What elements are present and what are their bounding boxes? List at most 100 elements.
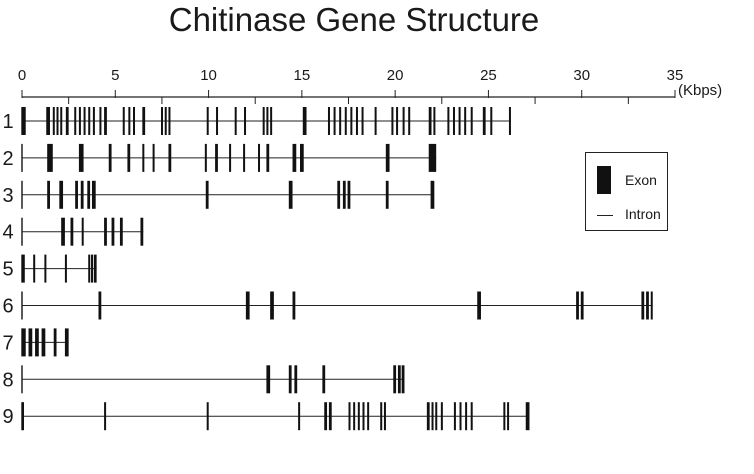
exon-block [431,402,434,431]
exon-block [78,107,81,135]
exon-block [35,328,39,357]
exon-block [99,107,102,135]
exon-block [243,143,246,172]
exon-block [127,143,131,172]
exon-block [482,107,486,135]
exon-block [503,402,506,431]
exon-block [52,107,55,135]
exon-block [104,402,107,431]
exon-block [353,402,356,431]
exon-block [447,107,450,135]
exon-block [80,180,84,209]
tick-label: 5 [111,67,119,84]
exon-block [396,107,399,135]
tick-label: 30 [573,67,590,84]
exon-block [385,180,389,209]
gene-label: 4 [2,222,13,244]
exon-block [168,107,171,135]
exon-block [33,254,36,283]
exon-block [44,254,47,283]
gene-track-4: 4 [2,217,144,246]
exon-block [216,107,219,135]
exon-block [327,107,330,135]
exon-block [111,217,115,246]
gene-track-5: 5 [2,254,97,283]
exon-block [470,402,473,431]
exon-block [205,180,209,209]
exon-block [92,107,95,135]
gene-track-8: 8 [2,365,405,394]
exon-block [91,254,94,283]
exon-block [206,402,209,431]
exon-block [357,402,360,431]
gene-label: 9 [2,406,13,428]
exon-block [270,107,273,135]
legend-intron-label: Intron [625,206,661,222]
gene-label: 7 [2,332,13,354]
exon-block [337,180,341,209]
page-title: Chitinase Gene Structure [168,1,540,38]
exon-block [292,143,297,172]
exon-block [294,365,298,394]
exon-block [206,107,209,135]
exon-block [104,107,107,135]
exon-block [324,402,328,431]
exon-block [266,143,270,172]
exon-block [128,107,131,135]
legend: Exon Intron [585,152,668,231]
exon-block [576,291,579,320]
exon-block [302,107,307,135]
exon-block [229,143,232,172]
exon-block [204,143,207,172]
exon-block [88,254,91,283]
exon-block [140,217,144,246]
exon-block [348,402,351,431]
exon-block [435,402,438,431]
exon-block [98,291,102,320]
exon-block [266,365,271,394]
exon-block [508,107,511,135]
exon-block [391,107,394,135]
axis-unit-label: (Kbps) [678,82,722,99]
legend-exon-label: Exon [625,172,657,188]
exon-block [525,402,530,431]
exon-block [459,402,462,431]
exon-block [361,107,364,135]
exon-block [428,107,432,135]
tick-label: 25 [480,67,497,84]
exon-block [164,107,167,135]
exon-block [408,107,411,135]
exon-block [362,402,365,431]
gene-track-3: 3 [2,180,435,209]
exon-block [339,107,342,135]
exon-block [641,291,645,320]
exon-block [142,107,146,135]
exon-block [83,107,86,135]
exon-block [122,107,125,135]
exon-block [401,365,405,394]
exon-block [470,107,473,135]
exon-block [383,402,386,431]
exon-block [152,143,155,172]
exon-block [464,107,467,135]
exon-block [440,402,443,431]
exon-block [108,143,112,172]
gene-track-9: 9 [2,402,530,431]
exon-block [452,107,455,135]
exon-block [288,365,292,394]
exon-block [168,143,172,172]
exon-block [244,107,247,135]
exon-block [367,402,370,431]
exon-block [347,180,351,209]
exon-block [46,107,50,135]
exon-block [458,107,461,135]
exon-block [81,217,84,246]
exon-block [64,328,69,357]
exon-block [258,143,261,172]
exon-block [70,217,74,246]
exon-block [104,217,107,246]
exon-block [490,107,493,135]
